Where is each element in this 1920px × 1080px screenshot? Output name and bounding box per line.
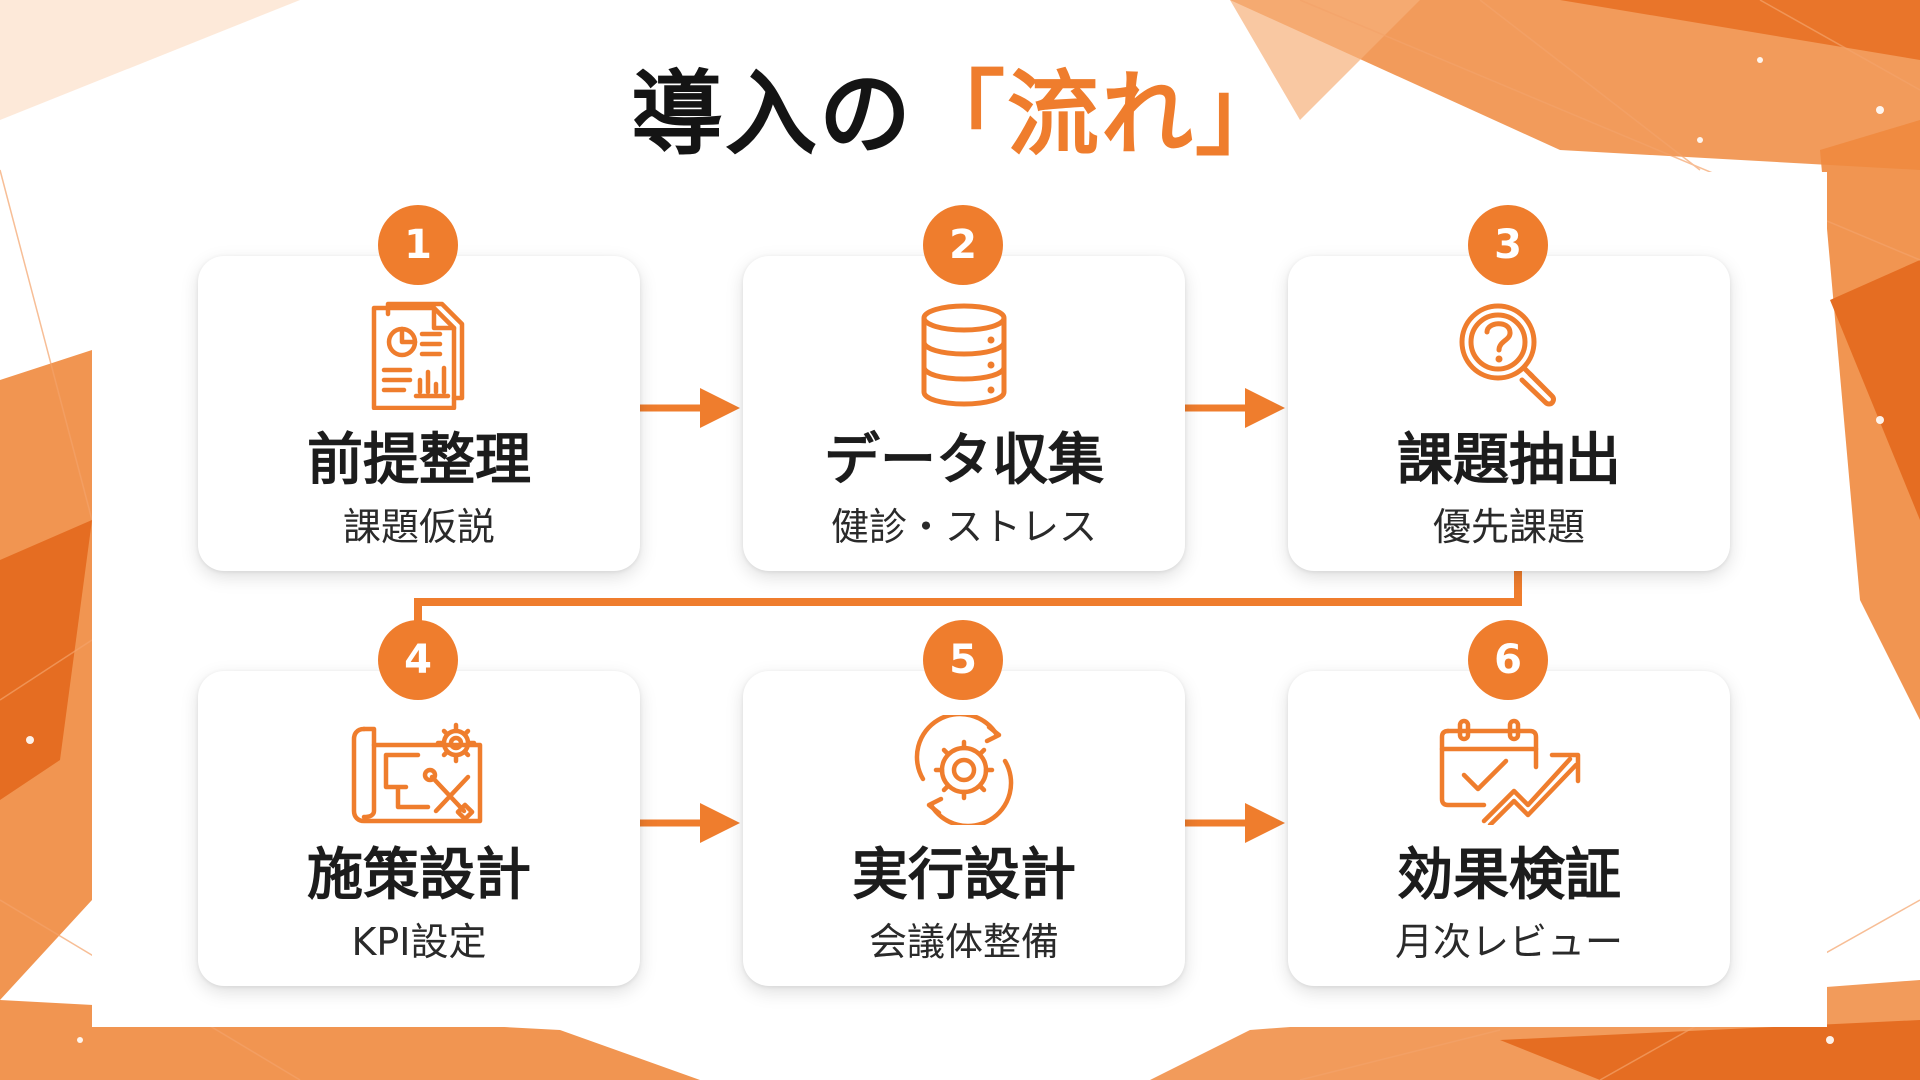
step-card-3: 課題抽出 優先課題 [1288,256,1730,571]
step-subtitle: KPI設定 [351,920,487,964]
step-title: 実行設計 [852,843,1076,908]
title-main: 導入の [630,61,913,168]
step-subtitle: 課題仮説 [342,505,495,549]
arrow-2-to-3 [1185,388,1285,428]
step-subtitle: 健診・ストレス [830,505,1097,549]
step-title: 課題抽出 [1397,428,1621,493]
step-card-6: 効果検証 月次レビュー [1288,671,1730,986]
step-card-5: 実行設計 会議体整備 [743,671,1185,986]
step-card-4: 施策設計 KPI設定 [198,671,640,986]
step-number-badge-5: 5 [923,620,1003,700]
step-title: データ収集 [824,428,1104,493]
step-subtitle: 会議体整備 [868,920,1059,964]
step-title: 効果検証 [1397,843,1621,908]
step-number-badge-3: 3 [1468,205,1548,285]
arrow-4-to-5 [640,803,740,843]
step-number-badge-1: 1 [378,205,458,285]
title-accent: 「流れ」 [913,61,1290,168]
step-card-1: 前提整理 課題仮説 [198,256,640,571]
step-title: 前提整理 [307,428,531,493]
step-card-2: データ収集 健診・ストレス [743,256,1185,571]
page-title: 導入の「流れ」 [600,55,1320,175]
arrow-1-to-2 [640,388,740,428]
report-document-icon [371,301,465,410]
database-icon [921,303,1007,407]
step-subtitle: 月次レビュー [1394,920,1623,964]
gear-cycle-icon [914,715,1014,825]
arrow-5-to-6 [1185,803,1285,843]
magnifier-question-icon [1459,303,1556,407]
step-number-badge-2: 2 [923,205,1003,285]
step-number-badge-6: 6 [1468,620,1548,700]
calendar-growth-icon [1439,718,1581,825]
step-number-badge-4: 4 [378,620,458,700]
step-subtitle: 優先課題 [1432,505,1585,549]
blueprint-tools-icon [351,722,483,824]
step-title: 施策設計 [307,843,531,908]
